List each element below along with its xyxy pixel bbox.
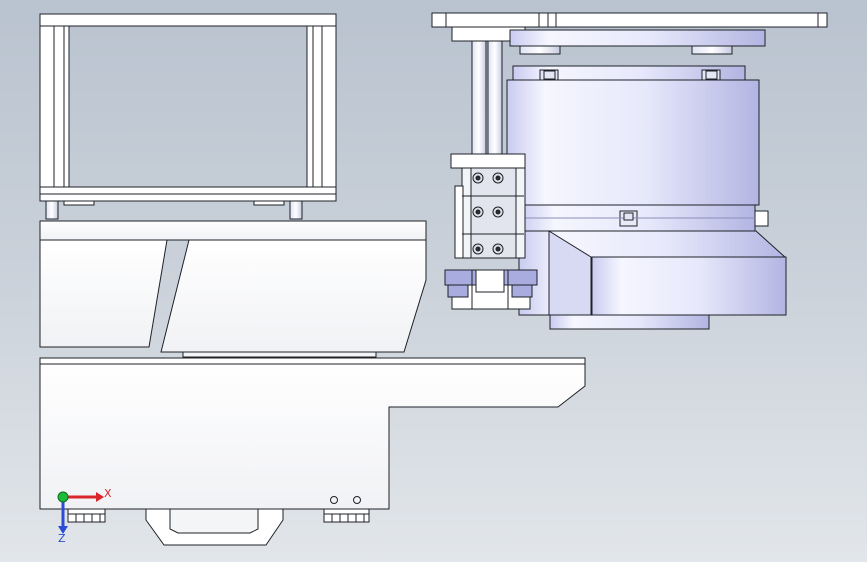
gripper-jaw (444, 269, 538, 310)
top-plate (431, 12, 828, 42)
origin-marker-icon (57, 491, 69, 503)
rotary-cylinder (506, 29, 769, 232)
frame-feet (45, 200, 303, 220)
coordinate-triad[interactable]: X Z (57, 487, 112, 545)
middle-block (39, 220, 427, 358)
upper-frame (39, 13, 337, 202)
gear-housing (518, 230, 787, 330)
x-arrowhead-icon (96, 492, 104, 502)
slide-carriage (450, 153, 526, 259)
carriage-screws (472, 70, 718, 255)
guide-rods (471, 40, 503, 155)
z-arrowhead-icon (58, 526, 68, 534)
base-feet (67, 508, 370, 546)
z-axis-label: Z (58, 532, 66, 545)
base-block (39, 357, 586, 510)
x-axis-label: X (104, 487, 112, 500)
